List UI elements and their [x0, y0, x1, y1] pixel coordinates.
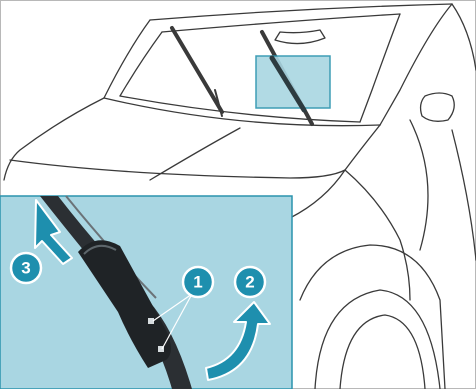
callout-label-3: 3 [21, 259, 30, 278]
detail-highlight-box [256, 56, 330, 108]
callout-marker-2: 2 [235, 267, 265, 297]
callout-marker-1: 1 [183, 267, 213, 297]
detail-inset: 3 1 2 [0, 196, 292, 389]
callout-label-2: 2 [245, 273, 254, 292]
callout-label-1: 1 [193, 273, 202, 292]
callout-marker-3: 3 [11, 253, 41, 283]
